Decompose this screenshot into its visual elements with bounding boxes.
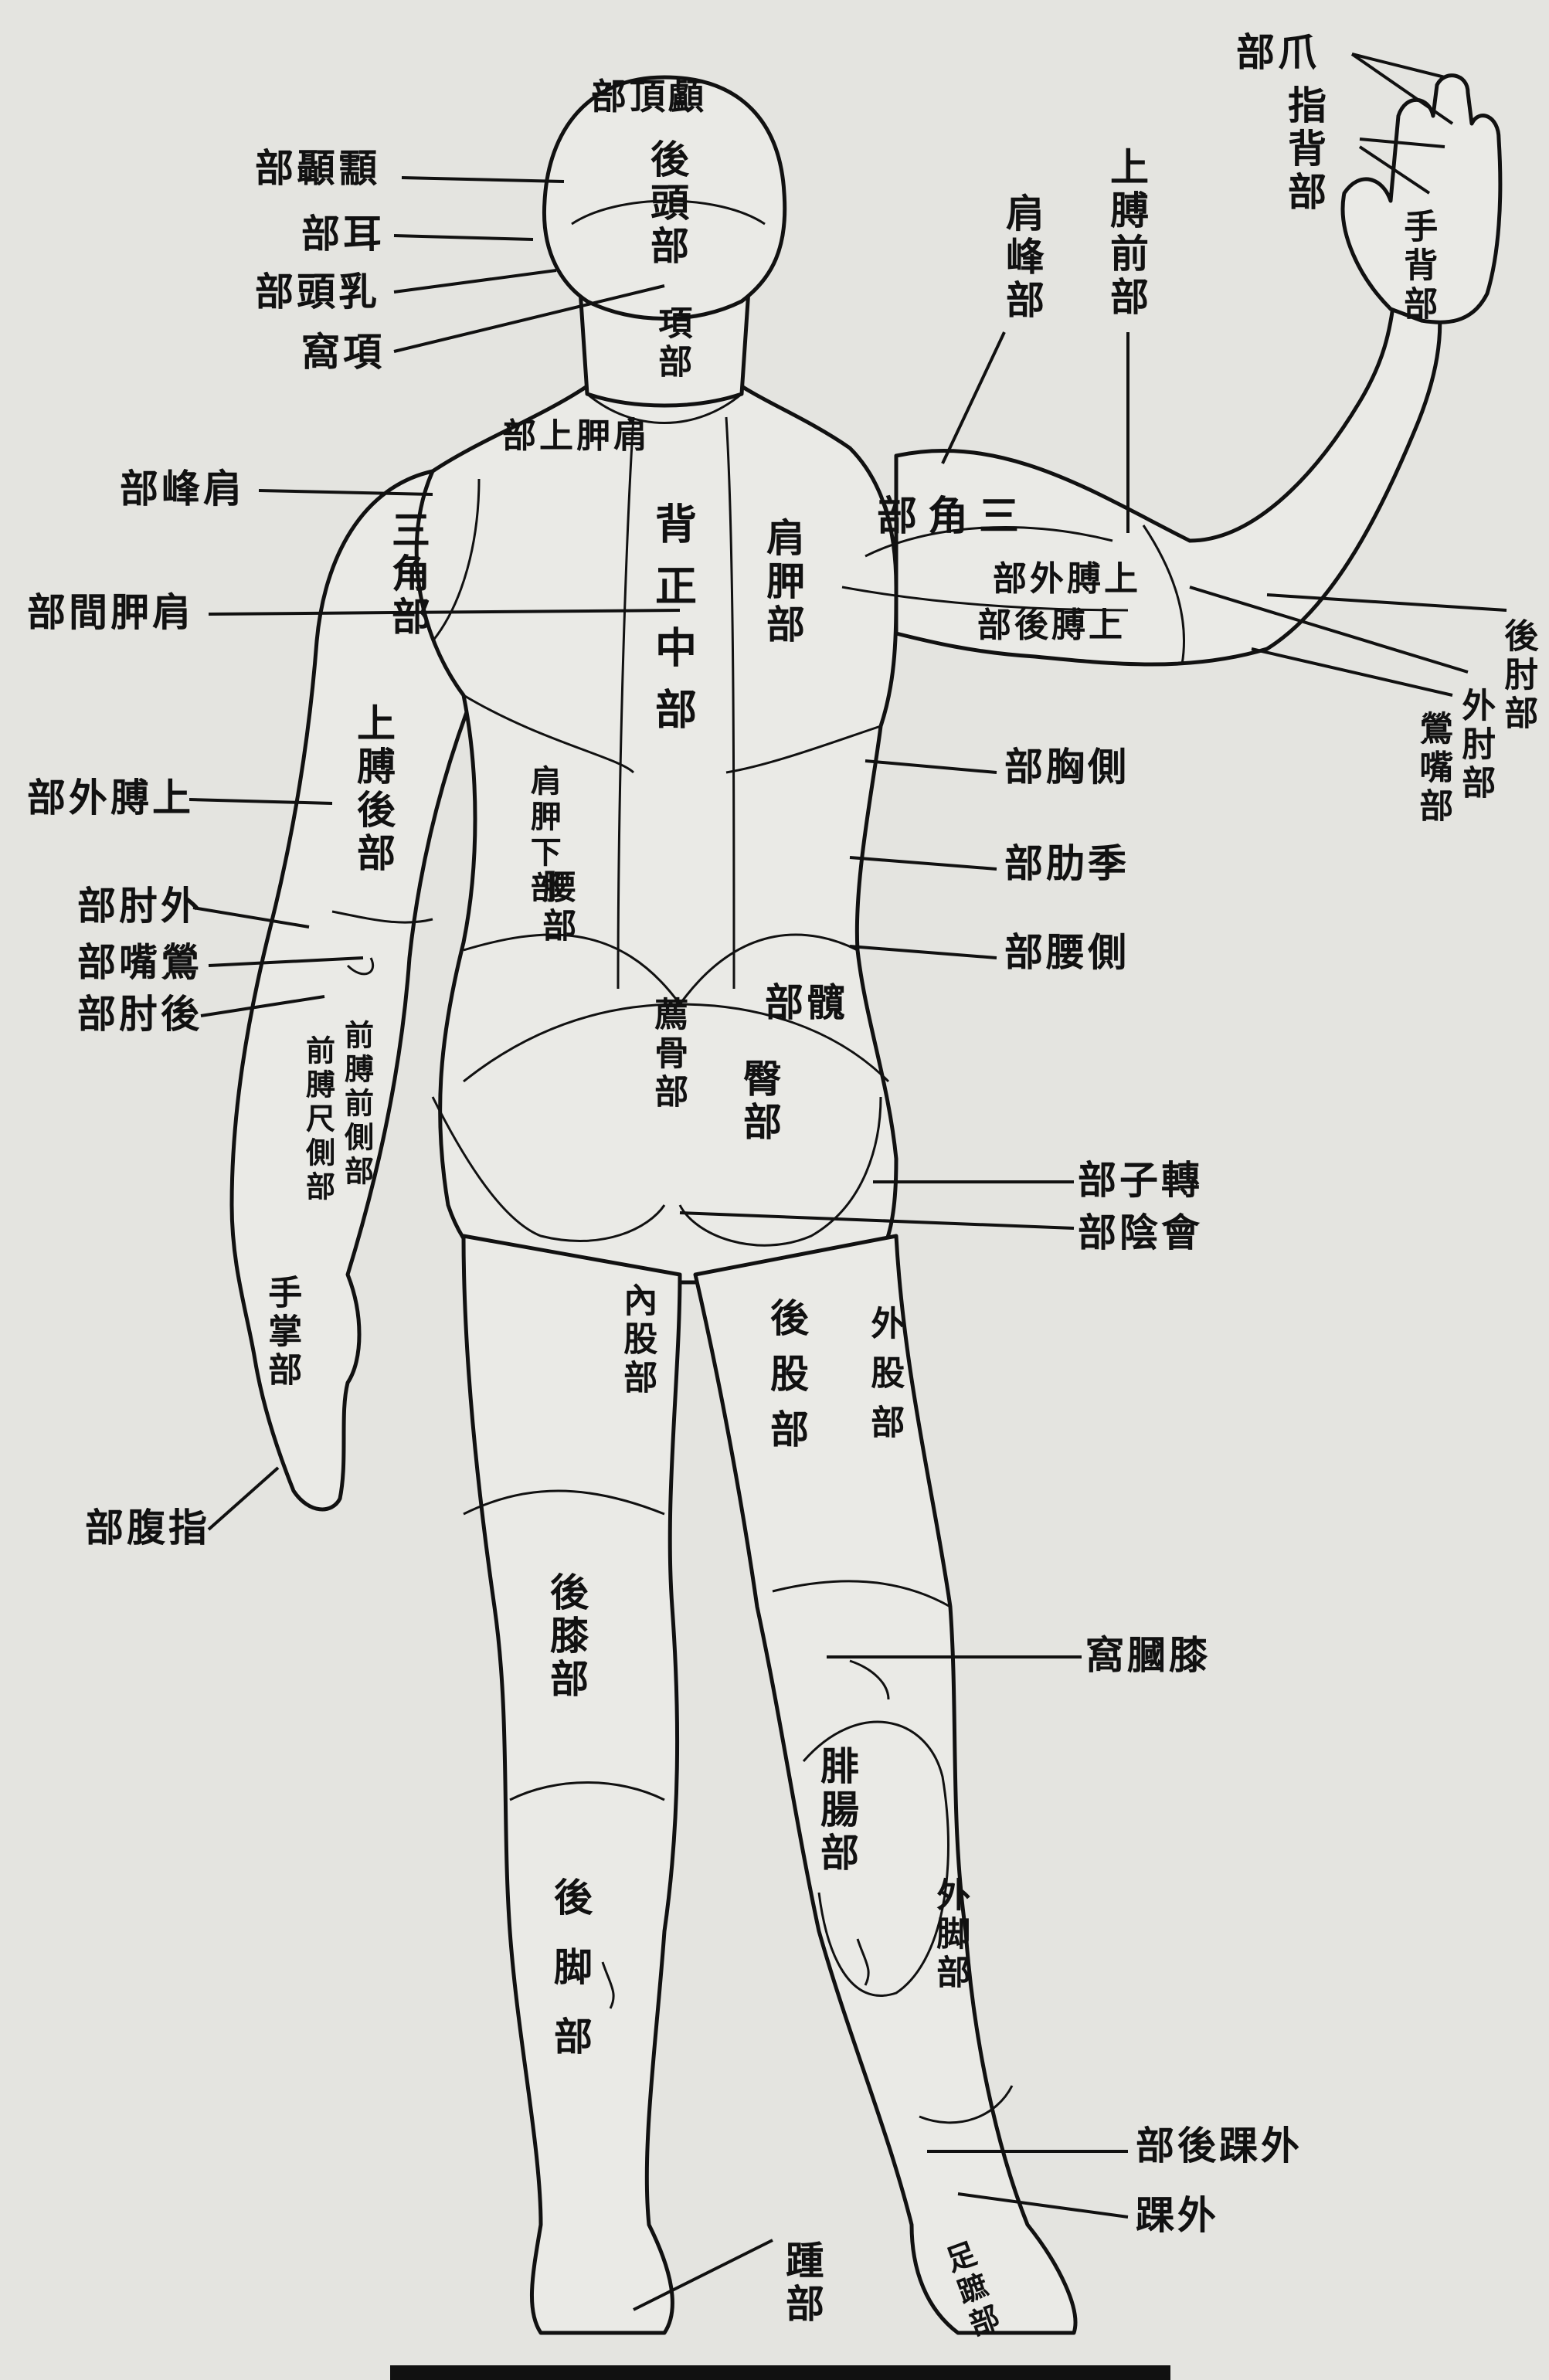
label-temporal: 部顳顬 [255,147,380,190]
label-palm: 手掌部 [263,1275,301,1390]
label-scapular: 肩胛部 [761,518,804,647]
label-trochanter: 部子轉 [1078,1159,1203,1202]
label-nuchal: 項部 [653,305,691,382]
label-posterior-leg: 後脚部 [549,1877,592,2086]
left-leg [464,1236,680,2333]
label-gluteal: 臀部 [738,1058,781,1145]
label-inner-thigh: 內股部 [618,1282,656,1398]
label-posterior-elbow-right: 後肘部 [1499,618,1537,734]
label-lateral-chest: 部胸側 [1004,745,1129,789]
label-acromion-left: 部峰肩 [120,467,245,511]
label-lateral-lumbar: 部腰側 [1004,931,1129,974]
label-upper-arm-back-right: 部後膊上 [977,606,1126,644]
label-posterior-thigh: 後股部 [765,1298,808,1465]
label-hypochondriac: 部肋季 [1004,842,1129,885]
label-suprascapular: 部上胛肩 [502,417,651,455]
label-deltoid-left: 三角部 [386,510,430,640]
label-upper-arm-outer-right: 部外膊上 [993,560,1141,598]
label-lateral-leg: 外脚部 [931,1877,969,1993]
base-bar [390,2365,1170,2380]
label-calf: 腓腸部 [815,1746,858,1876]
label-acromion-right: 肩峰部 [1000,193,1044,323]
label-interscapular: 部間胛肩 [27,591,194,634]
label-iliac: 部髖 [765,981,848,1024]
label-back-midline: 背正中部 [649,502,695,749]
label-ear: 部耳 [301,212,385,256]
label-nail: 部爪 [1236,31,1320,74]
label-occipital: 後頭部 [645,139,688,269]
label-outer-thigh: 外股部 [865,1305,903,1454]
label-olecranon-right: 鶯嘴部 [1414,711,1452,827]
label-lumbar: 腰部 [537,869,575,946]
label-perineal: 部陰會 [1078,1211,1203,1255]
label-lateral-malleolus: 踝外 [1136,2194,1219,2237]
label-finger-pads: 部腹指 [85,1506,210,1550]
label-upper-arm-front: 上膊前部 [1105,147,1148,320]
label-upper-arm-back-left: 上膊後部 [352,703,395,876]
label-olecranon-left: 部嘴鶯 [77,941,202,984]
label-deltoid-right: 部角三 [877,494,1030,539]
label-finger-dorsum: 指背部 [1282,85,1326,215]
label-forearm-anterior: 前膊前側部 [340,1020,373,1190]
label-nape-fossa: 窩項 [301,331,385,374]
label-heel: 踵部 [780,2240,824,2327]
label-hand-dorsum: 手背部 [1398,209,1436,324]
label-forearm-ulnar: 前膊尺側部 [301,1035,335,1205]
label-mastoid: 部頭乳 [255,270,380,314]
label-lateral-elbow-right: 外肘部 [1456,688,1494,803]
figure-outline [232,76,1500,2333]
label-cranial-vertex: 部頂顱 [591,77,707,117]
label-posterior-elbow-left: 部肘後 [77,993,202,1036]
label-lateral-elbow-left: 部肘外 [77,884,202,928]
label-sacral: 薦骨部 [649,996,687,1112]
label-upper-arm-outer-left: 部外膊上 [27,776,194,820]
label-popliteal-fossa: 窩膕膝 [1085,1634,1211,1677]
label-posterior-knee: 後膝部 [545,1572,588,1702]
label-post-lateral-malleolus: 部後踝外 [1136,2124,1303,2168]
